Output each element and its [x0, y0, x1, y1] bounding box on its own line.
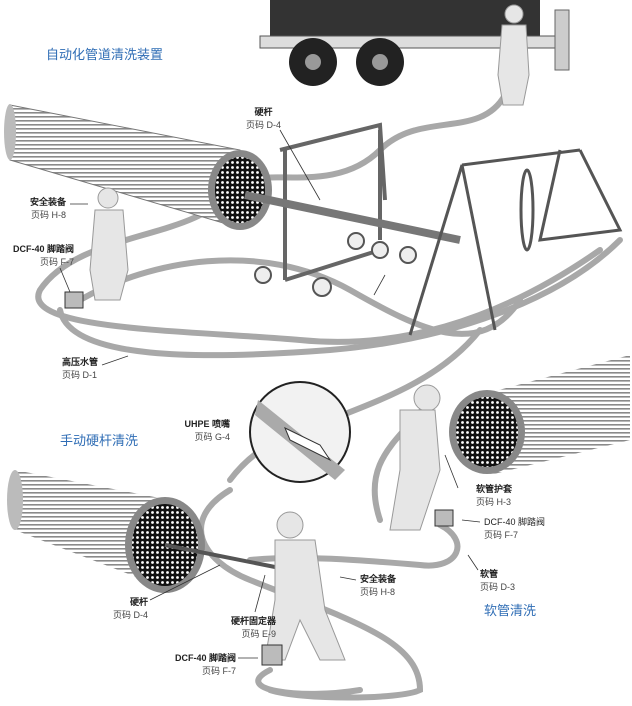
callout-foot-valve-bottom: DCF-40 脚踏阀页码 F-7	[175, 652, 236, 678]
nozzle-magnifier	[249, 381, 351, 483]
tube-bundle-automated	[4, 104, 272, 230]
callout-name: 软管	[480, 569, 499, 579]
callout-page: 页码 D-4	[246, 120, 282, 130]
section-title-flex-hose: 软管清洗	[484, 603, 537, 618]
callout-page: 页码 H-8	[30, 210, 66, 220]
a-frame-hoist	[408, 148, 623, 336]
tube-bundle-hose	[449, 355, 630, 475]
callout-foot-valve-right: DCF-40 脚踏阀页码 F-7	[484, 516, 545, 542]
callout-name: DCF-40 脚踏阀	[12, 244, 74, 254]
foot-valves	[64, 291, 454, 666]
callout-page: 页码 G-4	[194, 432, 230, 442]
callout-name: 硬杆固定器	[230, 616, 276, 626]
frame-wheels	[254, 232, 417, 297]
callout-lance-holder: 硬杆固定器页码 E-9	[231, 615, 276, 641]
callout-name: 安全装备	[360, 574, 397, 584]
callout-page: 页码 D-1	[62, 370, 98, 380]
callout-name: 硬杆	[129, 597, 148, 607]
callout-page: 页码 E-9	[241, 629, 276, 639]
callout-foot-valve-top: DCF-40 脚踏阀页码 F-7	[13, 243, 74, 269]
callout-page: 页码 D-4	[112, 610, 148, 620]
callout-rigid-lance-top: 硬杆页码 D-4	[246, 106, 281, 132]
operators	[89, 4, 530, 661]
callout-page: 页码 F-7	[201, 666, 236, 676]
lance-frame	[244, 122, 461, 282]
callout-safety-gear-top: 安全装备页码 H-8	[30, 196, 66, 222]
callout-name: 高压水管	[62, 357, 99, 367]
callout-name: 软管护套	[476, 484, 513, 494]
callout-name: DCF-40 脚踏阀	[174, 653, 236, 663]
callout-name: DCF-40 脚踏阀	[484, 517, 546, 527]
callout-name: 硬杆	[254, 107, 273, 117]
callout-hose-sheath: 软管护套页码 H-3	[476, 483, 512, 509]
callout-safety-gear-bottom: 安全装备页码 H-8	[360, 573, 396, 599]
callout-page: 页码 D-3	[480, 582, 516, 592]
callout-uhpe-nozzle: UHPE 喷嘴页码 G-4	[184, 418, 230, 444]
callout-name: UHPE 喷嘴	[184, 419, 230, 429]
tube-bundle-manual	[7, 470, 291, 593]
leader-lines	[59, 129, 481, 659]
callout-page: 页码 F-7	[39, 257, 74, 267]
section-title-manual-rigid: 手动硬杆清洗	[60, 433, 139, 448]
section-title-automated: 自动化管道清洗装置	[46, 47, 164, 62]
callout-hp-hose: 高压水管页码 D-1	[62, 356, 98, 382]
callout-page: 页码 H-3	[476, 497, 512, 507]
trailer	[259, 0, 570, 86]
callout-page: 页码 F-7	[484, 530, 519, 540]
callout-name: 安全装备	[29, 197, 66, 207]
callout-rigid-lance-bottom: 硬杆页码 D-4	[113, 596, 148, 622]
callout-page: 页码 H-8	[360, 587, 396, 597]
callout-hose: 软管页码 D-3	[480, 568, 515, 594]
